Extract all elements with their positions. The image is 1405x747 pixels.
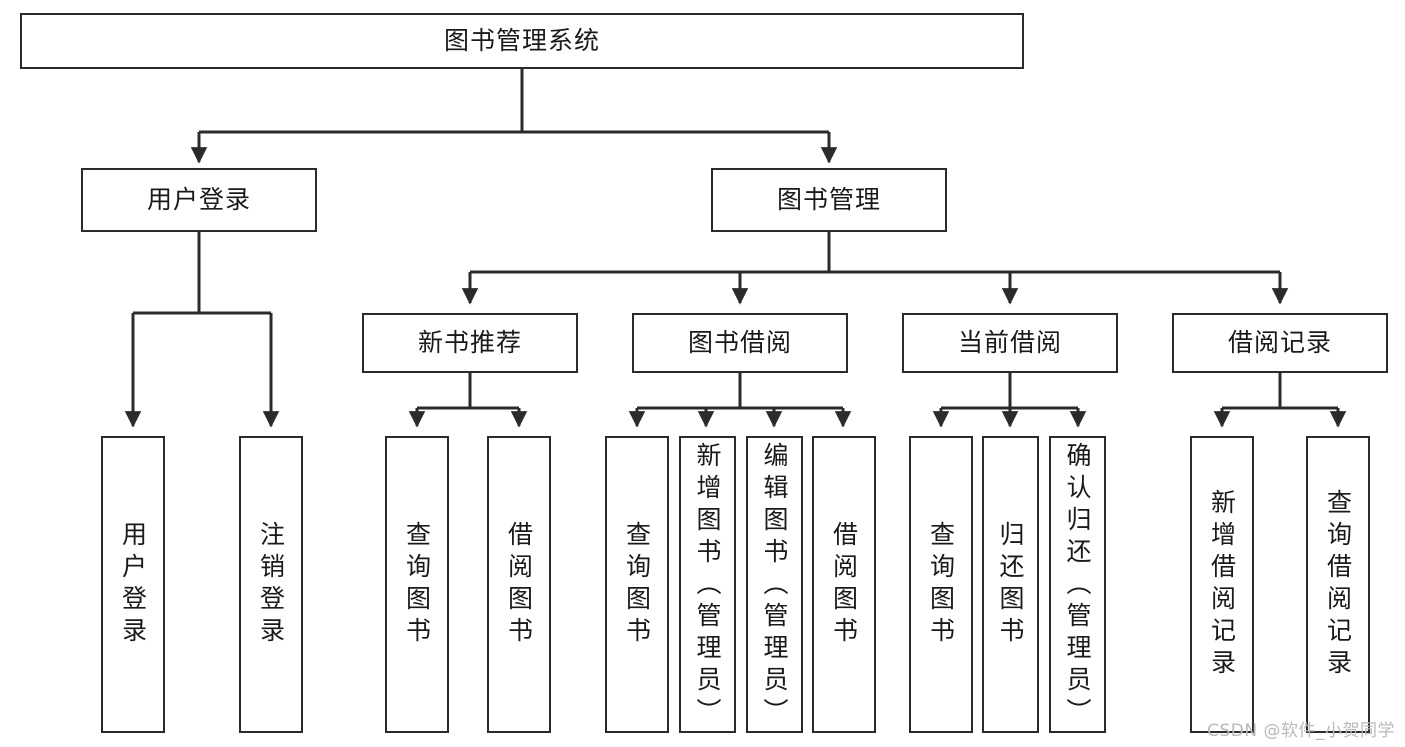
node-leaf-user-login[interactable]: 用户登录 [101, 436, 165, 733]
node-user-login[interactable]: 用户登录 [81, 168, 317, 232]
node-user-login-label: 用户登录 [146, 185, 251, 214]
node-leaf-add-book[interactable]: 新增图书（管理员） [679, 436, 736, 733]
node-leaf-edit-book-label: 编辑图书（管理员） [760, 442, 789, 730]
node-leaf-query-book-1[interactable]: 查询图书 [385, 436, 449, 733]
node-leaf-add-record[interactable]: 新增借阅记录 [1190, 436, 1254, 733]
node-leaf-confirm-return[interactable]: 确认归还（管理员） [1049, 436, 1106, 733]
node-leaf-user-login-label: 用户登录 [118, 520, 148, 649]
node-leaf-query-book-2-label: 查询图书 [622, 520, 652, 649]
node-leaf-query-record-label: 查询借阅记录 [1323, 488, 1353, 681]
node-leaf-return-book[interactable]: 归还图书 [982, 436, 1039, 733]
node-new-book-rec-label: 新书推荐 [417, 328, 522, 357]
node-leaf-logout-label: 注销登录 [256, 520, 286, 649]
node-leaf-query-book-3[interactable]: 查询图书 [909, 436, 973, 733]
node-root-label: 图书管理系统 [443, 26, 600, 55]
node-leaf-add-record-label: 新增借阅记录 [1207, 488, 1237, 681]
node-leaf-query-book-3-label: 查询图书 [926, 520, 956, 649]
node-new-book-rec[interactable]: 新书推荐 [362, 313, 578, 373]
node-current-borrow[interactable]: 当前借阅 [902, 313, 1118, 373]
node-book-borrow-label: 图书借阅 [687, 328, 792, 357]
node-borrow-record-label: 借阅记录 [1227, 328, 1332, 357]
node-leaf-borrow-book-1-label: 借阅图书 [504, 520, 534, 649]
node-borrow-record[interactable]: 借阅记录 [1172, 313, 1388, 373]
node-leaf-logout[interactable]: 注销登录 [239, 436, 303, 733]
node-leaf-edit-book[interactable]: 编辑图书（管理员） [746, 436, 803, 733]
node-leaf-borrow-book-2-label: 借阅图书 [829, 520, 859, 649]
node-current-borrow-label: 当前借阅 [957, 328, 1062, 357]
node-leaf-return-book-label: 归还图书 [996, 520, 1025, 649]
node-leaf-query-book-2[interactable]: 查询图书 [605, 436, 669, 733]
node-book-manage[interactable]: 图书管理 [711, 168, 947, 232]
node-leaf-query-book-1-label: 查询图书 [402, 520, 432, 649]
node-leaf-query-record[interactable]: 查询借阅记录 [1306, 436, 1370, 733]
node-leaf-confirm-return-label: 确认归还（管理员） [1063, 442, 1092, 730]
node-leaf-borrow-book-2[interactable]: 借阅图书 [812, 436, 876, 733]
node-leaf-add-book-label: 新增图书（管理员） [693, 442, 722, 730]
node-book-manage-label: 图书管理 [776, 185, 881, 214]
csdn-watermark: CSDN @软件_小贺同学 [1207, 721, 1395, 741]
node-book-borrow[interactable]: 图书借阅 [632, 313, 848, 373]
node-leaf-borrow-book-1[interactable]: 借阅图书 [487, 436, 551, 733]
node-root[interactable]: 图书管理系统 [20, 13, 1024, 69]
